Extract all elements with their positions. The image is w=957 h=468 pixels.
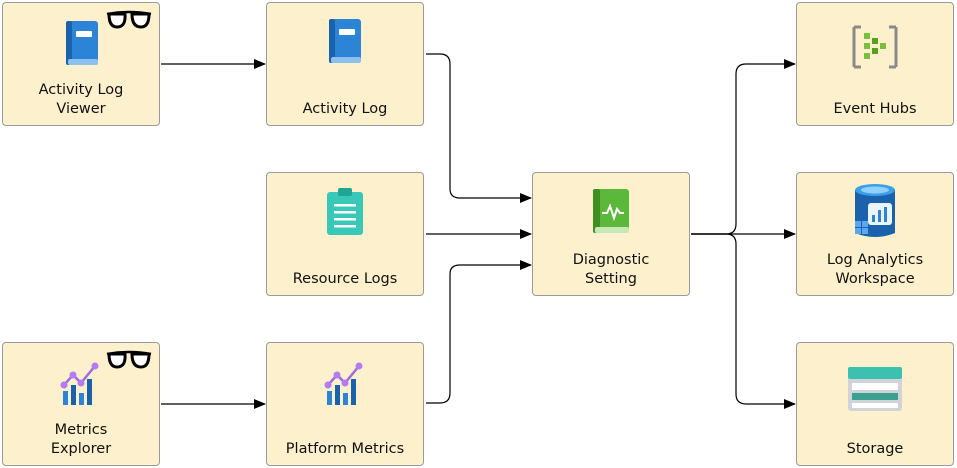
book-icon bbox=[66, 21, 98, 65]
node-log-analytics-workspace[interactable]: Log Analytics Workspace bbox=[796, 172, 954, 296]
node-metrics-explorer[interactable]: Metrics Explorer bbox=[2, 342, 160, 466]
edge-platform-metrics-to-diagnostic-setting bbox=[426, 260, 532, 404]
node-label: Platform Metrics bbox=[285, 441, 405, 457]
edge-diagnostic-setting-to-storage bbox=[691, 233, 796, 409]
node-label: Diagnostic Setting bbox=[572, 252, 650, 287]
node-label: Activity Log bbox=[302, 101, 388, 117]
glasses-icon bbox=[106, 10, 152, 29]
event-hubs-icon bbox=[852, 25, 898, 69]
node-platform-metrics[interactable]: Platform Metrics bbox=[266, 342, 424, 466]
storage-icon bbox=[848, 367, 902, 411]
node-label: Storage bbox=[846, 441, 904, 457]
glasses-icon bbox=[106, 350, 152, 369]
node-event-hubs[interactable]: Event Hubs bbox=[796, 2, 954, 126]
edge-diagnostic-setting-to-event-hubs bbox=[691, 59, 796, 235]
node-label: Resource Logs bbox=[292, 271, 398, 287]
metrics-chart-icon bbox=[60, 362, 99, 405]
node-activity-log-viewer[interactable]: Activity Log Viewer bbox=[2, 2, 160, 126]
diagnostic-book-icon bbox=[593, 189, 629, 233]
edge-activity-log-to-diagnostic-setting bbox=[426, 53, 532, 203]
node-storage[interactable]: Storage bbox=[796, 342, 954, 466]
node-resource-logs[interactable]: Resource Logs bbox=[266, 172, 424, 296]
metrics-chart-icon bbox=[324, 362, 363, 405]
node-label: Log Analytics Workspace bbox=[826, 252, 924, 287]
node-diagnostic-setting[interactable]: Diagnostic Setting bbox=[532, 172, 690, 296]
node-label: Metrics Explorer bbox=[50, 422, 112, 457]
log-analytics-icon bbox=[855, 184, 895, 237]
book-icon bbox=[329, 19, 361, 63]
node-label: Activity Log Viewer bbox=[38, 82, 124, 117]
clipboard-icon bbox=[327, 188, 363, 235]
node-label: Event Hubs bbox=[833, 101, 917, 117]
node-activity-log[interactable]: Activity Log bbox=[266, 2, 424, 126]
